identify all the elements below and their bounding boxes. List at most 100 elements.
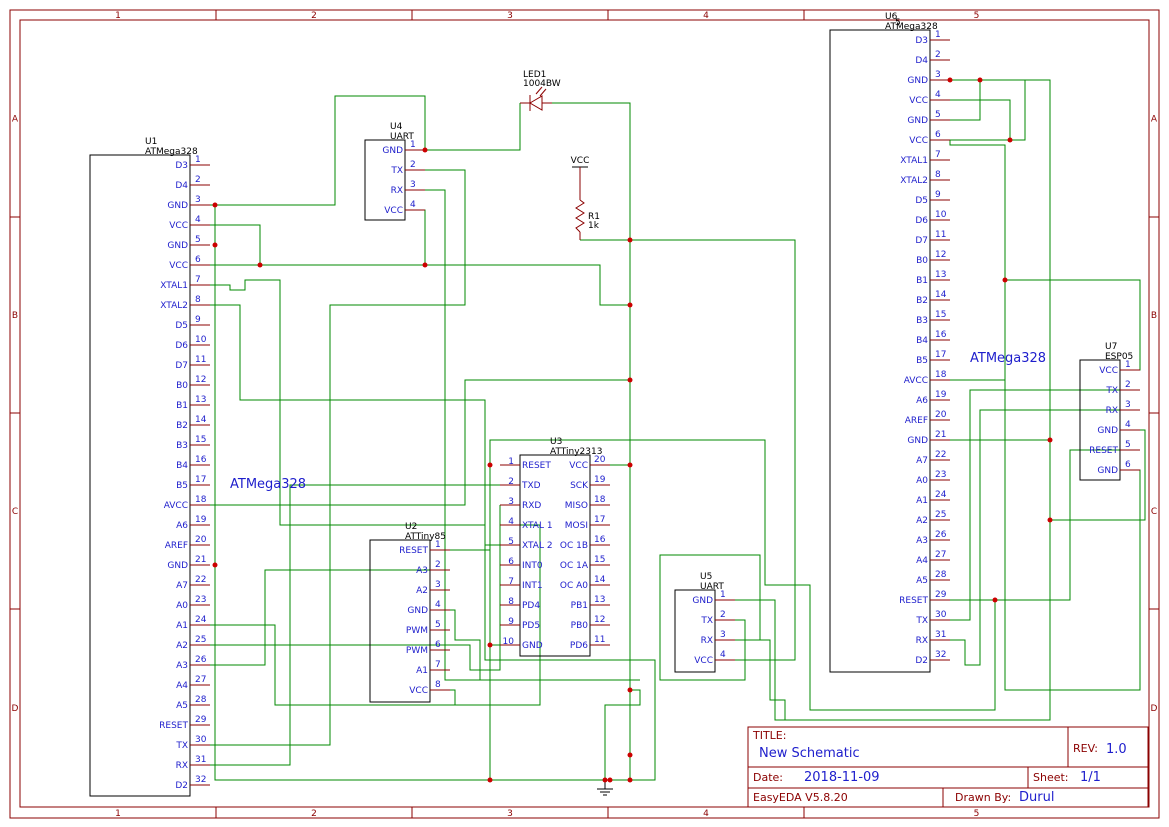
pin-label: B0 <box>176 381 188 391</box>
wire <box>950 80 981 101</box>
pin-label: VCC <box>384 206 403 216</box>
row-label-left: D <box>12 704 19 714</box>
pin-label: XTAL2 <box>160 301 188 311</box>
pin-number: 2 <box>935 50 941 60</box>
junction-dot <box>627 302 633 308</box>
row-label-right: A <box>1151 115 1158 125</box>
pin-number: 15 <box>935 310 946 320</box>
pin-number: 2 <box>1125 380 1131 390</box>
pin-label: TXD <box>521 481 541 491</box>
pin-label: PWM <box>406 626 428 636</box>
wire <box>950 409 1140 666</box>
wire <box>950 389 1140 621</box>
pin-label: XTAL1 <box>160 281 188 291</box>
pin-number: 6 <box>435 640 441 650</box>
pin-label: MOSI <box>565 521 588 531</box>
pin-label: TX <box>390 166 403 176</box>
pin-number: 16 <box>935 330 947 340</box>
pin-number: 7 <box>508 577 514 587</box>
pin-number: 23 <box>935 470 946 480</box>
pin-number: 4 <box>1125 420 1131 430</box>
pin-label: A4 <box>176 681 188 691</box>
junction-dot <box>212 562 218 568</box>
pin-number: 9 <box>935 190 941 200</box>
pin-label: VCC <box>909 96 928 106</box>
pin-label: A1 <box>176 621 188 631</box>
pin-number: 5 <box>1125 440 1131 450</box>
row-label-right: B <box>1151 311 1157 321</box>
chip-u1: U1ATMega328D31D42GND3VCC4GND5VCC6XTAL17X… <box>89 137 306 797</box>
pin-label: A7 <box>916 456 928 466</box>
pin-label: PB0 <box>571 621 589 631</box>
pin-label: TX <box>915 616 928 626</box>
pin-label: GND <box>382 146 403 156</box>
pin-number: 22 <box>195 575 206 585</box>
wire <box>659 554 761 681</box>
pin-number: 10 <box>503 637 515 647</box>
chip-body <box>89 154 191 797</box>
pin-number: 12 <box>935 250 946 260</box>
pin-label: PB1 <box>571 601 588 611</box>
pin-label: VCC <box>169 261 188 271</box>
pin-number: 2 <box>435 560 441 570</box>
pin-number: 16 <box>594 535 606 545</box>
pin-label: B5 <box>176 481 188 491</box>
chip-u2: U2ATTiny85RESET1A32A23GND4PWM5PWM6A17VCC… <box>369 522 450 703</box>
pin-number: 17 <box>195 475 206 485</box>
led-value: 1004BW <box>523 79 561 89</box>
pin-label: TX <box>175 741 188 751</box>
pin-label: GND <box>907 116 928 126</box>
pin-number: 25 <box>935 510 946 520</box>
pin-number: 1 <box>435 540 441 550</box>
pin-label: GND <box>167 561 188 571</box>
pin-label: RX <box>701 636 713 646</box>
pin-number: 3 <box>508 497 514 507</box>
pin-number: 23 <box>195 595 206 605</box>
pin-label: D6 <box>175 341 188 351</box>
led-ref: LED1 <box>523 70 546 80</box>
pin-label: A3 <box>916 536 928 546</box>
junction-dot <box>212 242 218 248</box>
pin-label: GND <box>167 241 188 251</box>
pin-number: 28 <box>935 570 947 580</box>
wire <box>210 264 630 306</box>
pin-number: 13 <box>594 595 605 605</box>
pin-label: VCC <box>169 221 188 231</box>
pin-number: 3 <box>935 70 941 80</box>
wire <box>604 689 641 780</box>
pin-number: 3 <box>1125 400 1131 410</box>
junction-dot <box>627 687 633 693</box>
pin-number: 5 <box>935 110 941 120</box>
pin-label: A2 <box>416 586 428 596</box>
pin-label: XTAL1 <box>900 156 928 166</box>
led-arrow <box>535 86 543 95</box>
pin-label: OC 1A <box>560 561 589 571</box>
pin-number: 30 <box>195 735 207 745</box>
pin-number: 1 <box>720 590 726 600</box>
col-label-top: 4 <box>703 11 709 21</box>
wire <box>210 95 426 206</box>
pin-label: A6 <box>916 396 928 406</box>
pin-label: INT1 <box>522 581 543 591</box>
pin-number: 30 <box>935 610 947 620</box>
date-key: Date: <box>753 771 783 784</box>
chip-value: UART <box>390 132 414 142</box>
pin-label: A3 <box>176 661 188 671</box>
pin-number: 2 <box>720 610 726 620</box>
pin-number: 10 <box>195 335 207 345</box>
row-label-right: D <box>1151 704 1158 714</box>
col-label-bottom: 3 <box>507 809 513 819</box>
chip-value: ATMega328 <box>885 22 938 32</box>
pin-label: VCC <box>409 686 428 696</box>
junction-dot <box>602 777 608 783</box>
junction-dot <box>627 237 633 243</box>
junction-dot <box>257 262 263 268</box>
pin-label: A5 <box>916 576 928 586</box>
pin-number: 9 <box>195 315 201 325</box>
wire <box>950 80 1026 141</box>
pin-number: 27 <box>195 675 206 685</box>
wire <box>210 224 261 265</box>
chip-ref: U1 <box>145 137 157 147</box>
pin-number: 29 <box>195 715 207 725</box>
junction-dot <box>627 462 633 468</box>
